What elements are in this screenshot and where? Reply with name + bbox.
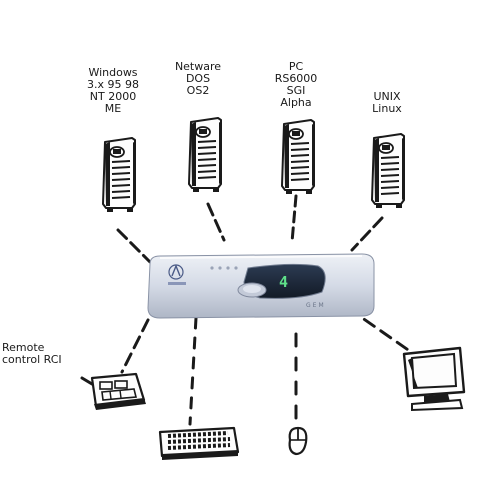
monitor-icon — [402, 346, 466, 412]
label-line: SGI — [286, 84, 306, 97]
label-line: OS2 — [186, 84, 210, 97]
kvm-switch — [147, 253, 375, 319]
remote-control — [90, 372, 146, 410]
label-windows: Windows 3.x 95 98 NT 2000 ME — [78, 67, 148, 115]
label-line: NT 2000 — [89, 90, 137, 103]
label-netware: Netware DOS OS2 — [168, 61, 228, 97]
cables-top — [116, 194, 384, 264]
label-line: ME — [104, 102, 122, 115]
adder-logo-icon — [168, 264, 186, 285]
label-line: PC — [288, 60, 304, 73]
keyboard-icon — [158, 426, 240, 460]
label-line: Alpha — [280, 96, 312, 109]
label-unix: UNIX Linux — [362, 91, 412, 115]
label-line: control RCI — [2, 353, 62, 366]
computer-tower-unix — [371, 133, 406, 209]
switch-display-digit: 4 — [279, 273, 289, 291]
mouse-icon — [288, 426, 308, 456]
label-line: Linux — [372, 102, 402, 115]
switch-model-label: GEM — [306, 302, 326, 309]
computer-tower-pc — [281, 119, 316, 195]
label-line: DOS — [185, 72, 211, 85]
cables-bottom — [80, 306, 416, 430]
label-line: RS6000 — [274, 72, 318, 85]
label-line: Netware — [174, 60, 222, 73]
computer-tower-netware — [188, 117, 223, 193]
switch-led-row — [210, 266, 238, 270]
label-pc: PC RS6000 SGI Alpha — [268, 61, 324, 109]
label-line: UNIX — [373, 90, 401, 103]
label-line: 3.x 95 98 — [87, 78, 139, 91]
label-remote-control: Remote control RCI — [2, 342, 80, 366]
computer-tower-windows — [102, 137, 137, 213]
label-line: Windows — [88, 66, 138, 79]
label-line: Remote — [2, 341, 45, 354]
